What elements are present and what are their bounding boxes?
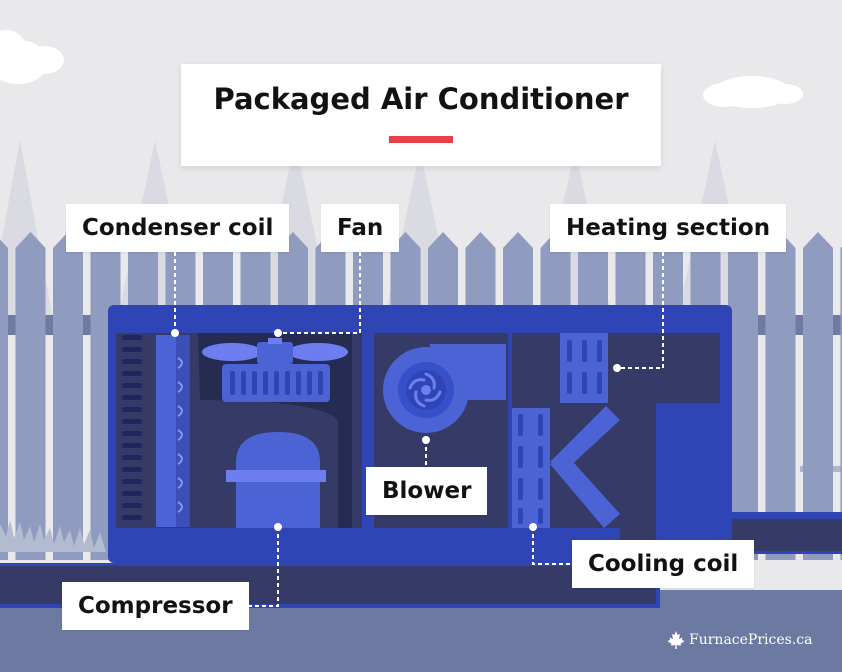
label-heating-section: Heating section [550, 204, 787, 252]
fan [202, 338, 348, 402]
fence-picket [728, 232, 758, 560]
maple-leaf-icon [666, 630, 686, 650]
title-card: Packaged Air Conditioner [181, 64, 661, 166]
cloud-icon [703, 76, 803, 108]
compressor [226, 432, 326, 528]
page-title: Packaged Air Conditioner [213, 82, 629, 116]
grass-tuft [0, 520, 106, 552]
leader-lines [174, 252, 664, 607]
label-compressor: Compressor [62, 582, 249, 630]
fence-picket [0, 239, 8, 560]
heating-element [560, 333, 608, 403]
condenser-coil [156, 335, 190, 527]
title-underline [389, 136, 453, 143]
label-blower: Blower [366, 467, 488, 515]
leader-dots [171, 329, 621, 531]
cloud-icon [0, 30, 64, 84]
blower [383, 344, 506, 433]
label-condenser-coil: Condenser coil [66, 204, 290, 252]
label-cooling-coil: Cooling coil [572, 540, 755, 588]
fence-picket [15, 232, 46, 560]
label-fan: Fan [321, 204, 400, 252]
brand-watermark: FurnacePrices.ca [666, 628, 812, 652]
cooling-coil [512, 406, 620, 528]
brand-name: FurnacePrices.ca [689, 632, 813, 648]
fence-picket [53, 232, 83, 560]
intake-grille [122, 335, 142, 520]
fence-picket [765, 232, 796, 560]
fence-picket [803, 232, 833, 560]
